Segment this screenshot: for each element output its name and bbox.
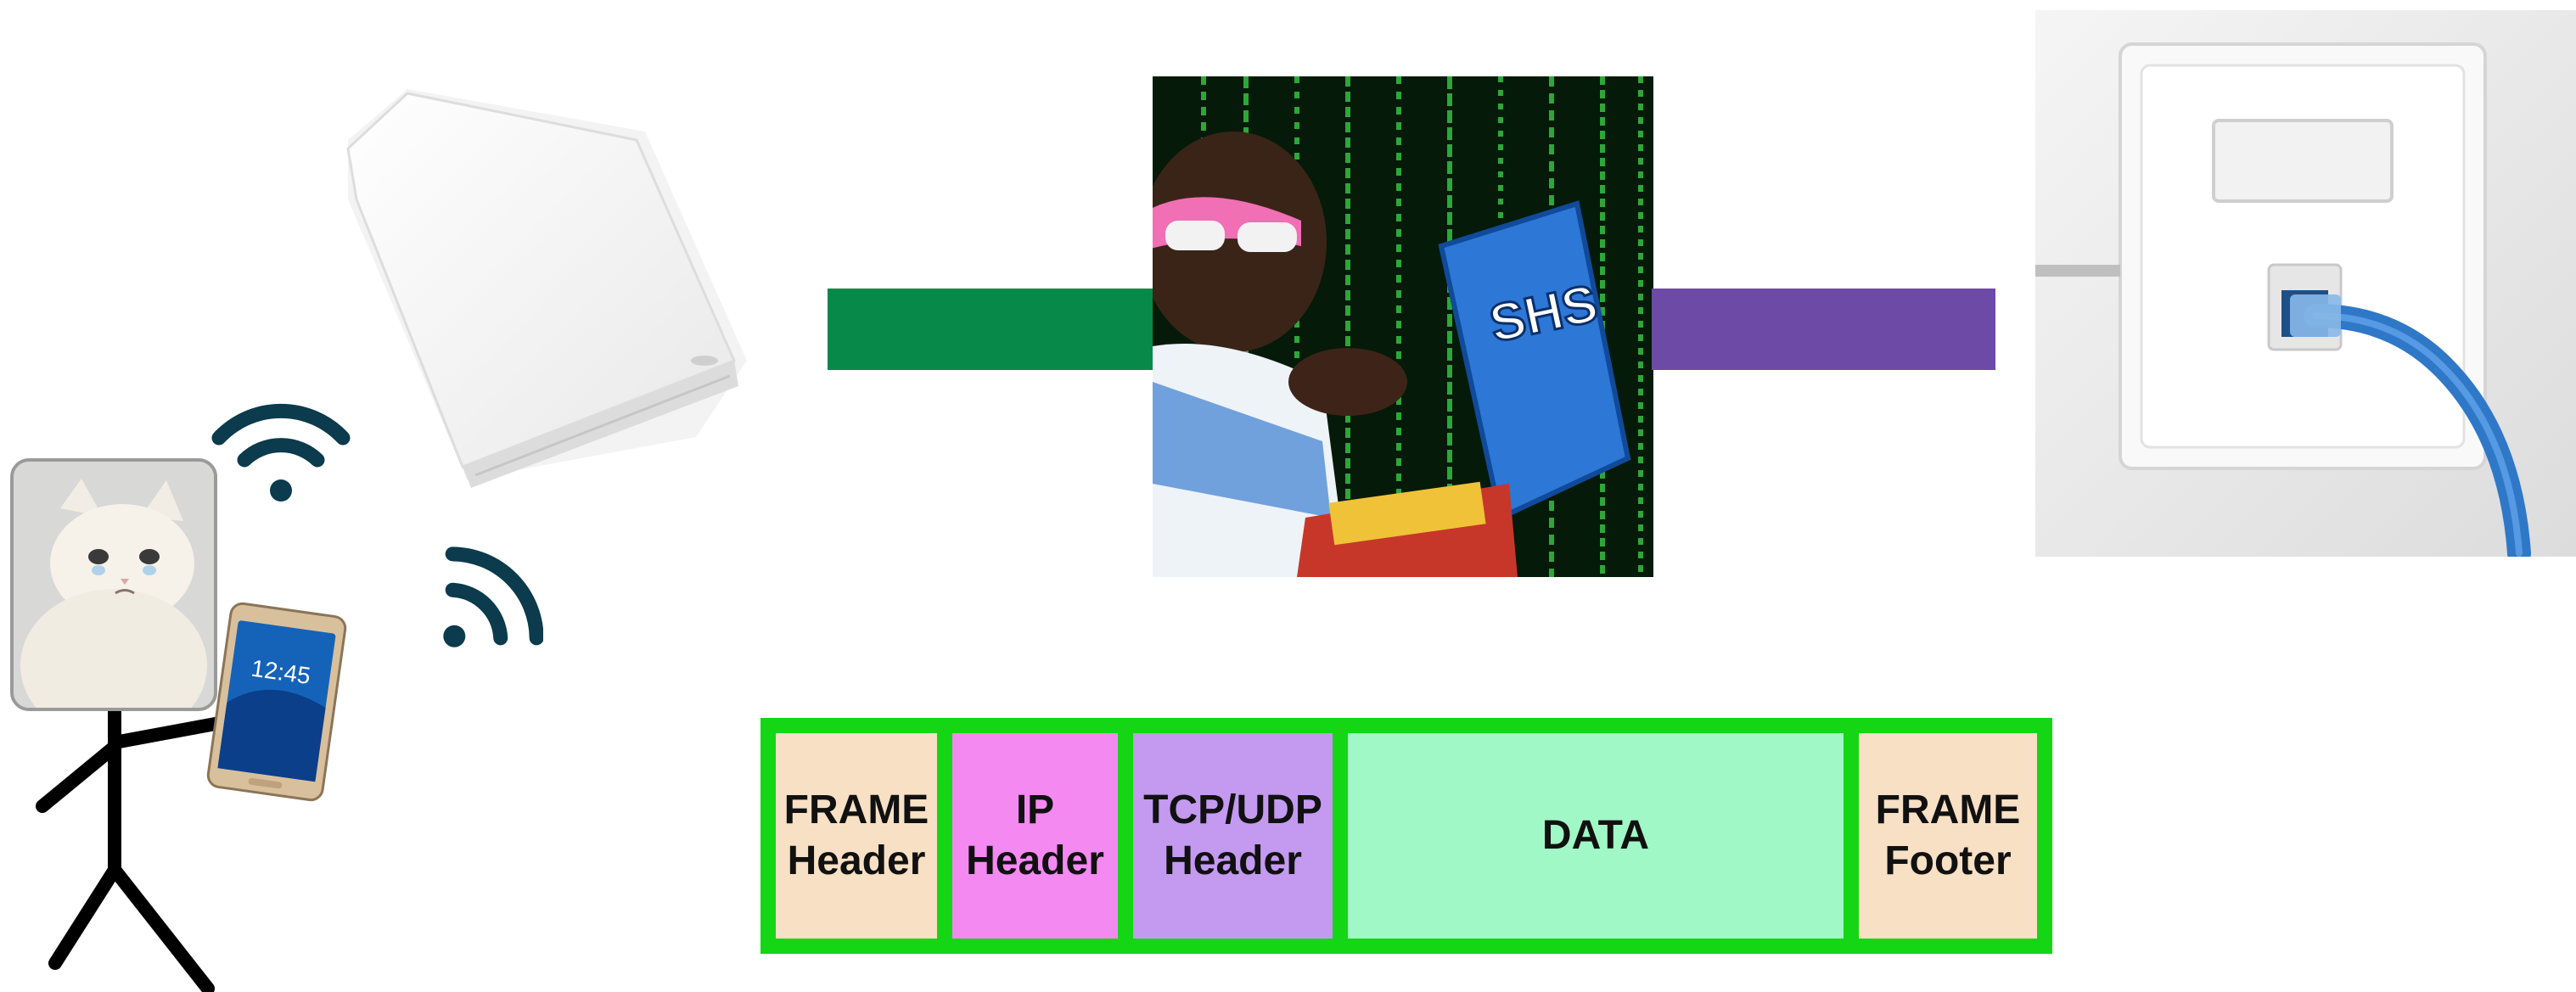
ip-header-cell: IP Header xyxy=(952,733,1118,939)
packet-diagram: FRAME Header IP Header TCP/UDP Header DA… xyxy=(760,718,2052,954)
frame-header-cell: FRAME Header xyxy=(776,733,937,939)
hacker-with-toy-laptop-icon: SHS xyxy=(1153,76,1653,577)
wifi-router-icon xyxy=(323,81,764,496)
data-cell: DATA xyxy=(1348,733,1844,939)
purple-link-bar xyxy=(1652,289,1995,370)
green-link-bar xyxy=(828,289,1167,370)
ip-header-label: IP Header xyxy=(966,787,1104,883)
ethernet-wall-socket-icon xyxy=(2035,10,2576,557)
stick-figure-person-icon xyxy=(36,689,236,992)
smartphone-icon: 12:45 xyxy=(205,600,349,803)
wifi-signal-icon xyxy=(211,403,351,502)
frame-footer-cell: FRAME Footer xyxy=(1859,733,2037,939)
data-label: DATA xyxy=(1541,813,1650,858)
tcp-udp-header-cell: TCP/UDP Header xyxy=(1133,733,1333,939)
frame-footer-label: FRAME Footer xyxy=(1875,787,2021,883)
tcp-udp-header-label: TCP/UDP Header xyxy=(1143,787,1322,883)
frame-header-label: FRAME Header xyxy=(783,787,929,883)
crying-cat-face-icon xyxy=(10,458,217,711)
wifi-signal-rotated-icon xyxy=(443,546,543,647)
